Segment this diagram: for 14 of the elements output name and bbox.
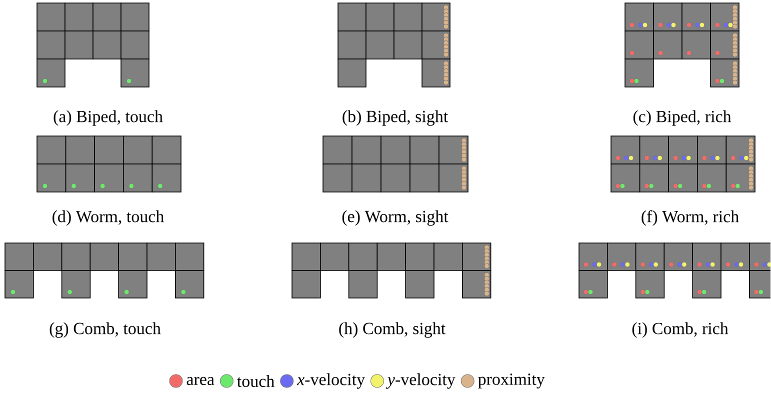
panel-caption: (b) Biped, sight — [342, 110, 448, 126]
legend-label: area — [186, 376, 214, 386]
panel-caption: (h) Comb, sight — [339, 322, 446, 338]
panel-caption: (f) Worm, rich — [642, 210, 739, 226]
panel-caption: (a) Biped, touch — [54, 110, 163, 126]
panel-caption: (g) Comb, touch — [50, 322, 161, 338]
legend-label: touch — [237, 375, 274, 387]
panel-caption: (c) Biped, rich — [633, 110, 732, 126]
legend-label: y-velocity — [386, 373, 456, 389]
legend-label: x-velocity — [296, 373, 365, 389]
panel-caption: (e) Worm, sight — [342, 210, 448, 226]
panel-caption: (d) Worm, touch — [52, 210, 164, 226]
panel-caption: (i) Comb, rich — [632, 322, 728, 338]
legend-label: proximity — [478, 374, 545, 388]
